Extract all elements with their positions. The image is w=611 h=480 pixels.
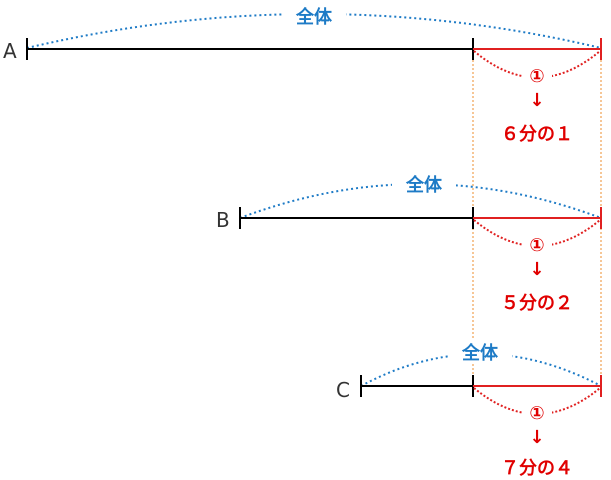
down-arrow-b: ↓ <box>529 259 544 280</box>
fraction-label-c: ７分の４ <box>501 458 573 479</box>
row-label-b: B <box>216 208 230 232</box>
row-c: C 全体 ① ↓ ７分の４ <box>336 340 602 479</box>
whole-label-bg-b <box>392 172 456 196</box>
down-arrow-a: ↓ <box>529 90 544 111</box>
whole-label-b: 全体 <box>405 174 443 196</box>
part-marker-bg-a <box>522 62 552 88</box>
down-arrow-c: ↓ <box>529 427 544 448</box>
row-a: A 全体 ① ↓ ６分の１ <box>3 4 602 145</box>
part-marker-bg-c <box>522 399 552 425</box>
whole-label-a: 全体 <box>295 6 333 28</box>
whole-arc-c <box>360 353 602 387</box>
fraction-label-a: ６分の１ <box>501 124 573 145</box>
whole-label-bg-a <box>282 4 346 28</box>
whole-label-bg-c <box>448 340 512 364</box>
part-marker-a: ① <box>529 66 544 87</box>
part-marker-c: ① <box>529 403 544 424</box>
part-marker-bg-b <box>522 231 552 257</box>
row-label-a: A <box>3 39 17 63</box>
row-b: B 全体 ① ↓ ５分の２ <box>216 172 602 314</box>
whole-arc-a <box>26 13 602 49</box>
whole-arc-b <box>239 183 602 219</box>
whole-label-c: 全体 <box>461 342 499 364</box>
row-label-c: C <box>336 378 350 402</box>
fraction-label-b: ５分の２ <box>501 293 573 314</box>
part-marker-b: ① <box>529 235 544 256</box>
